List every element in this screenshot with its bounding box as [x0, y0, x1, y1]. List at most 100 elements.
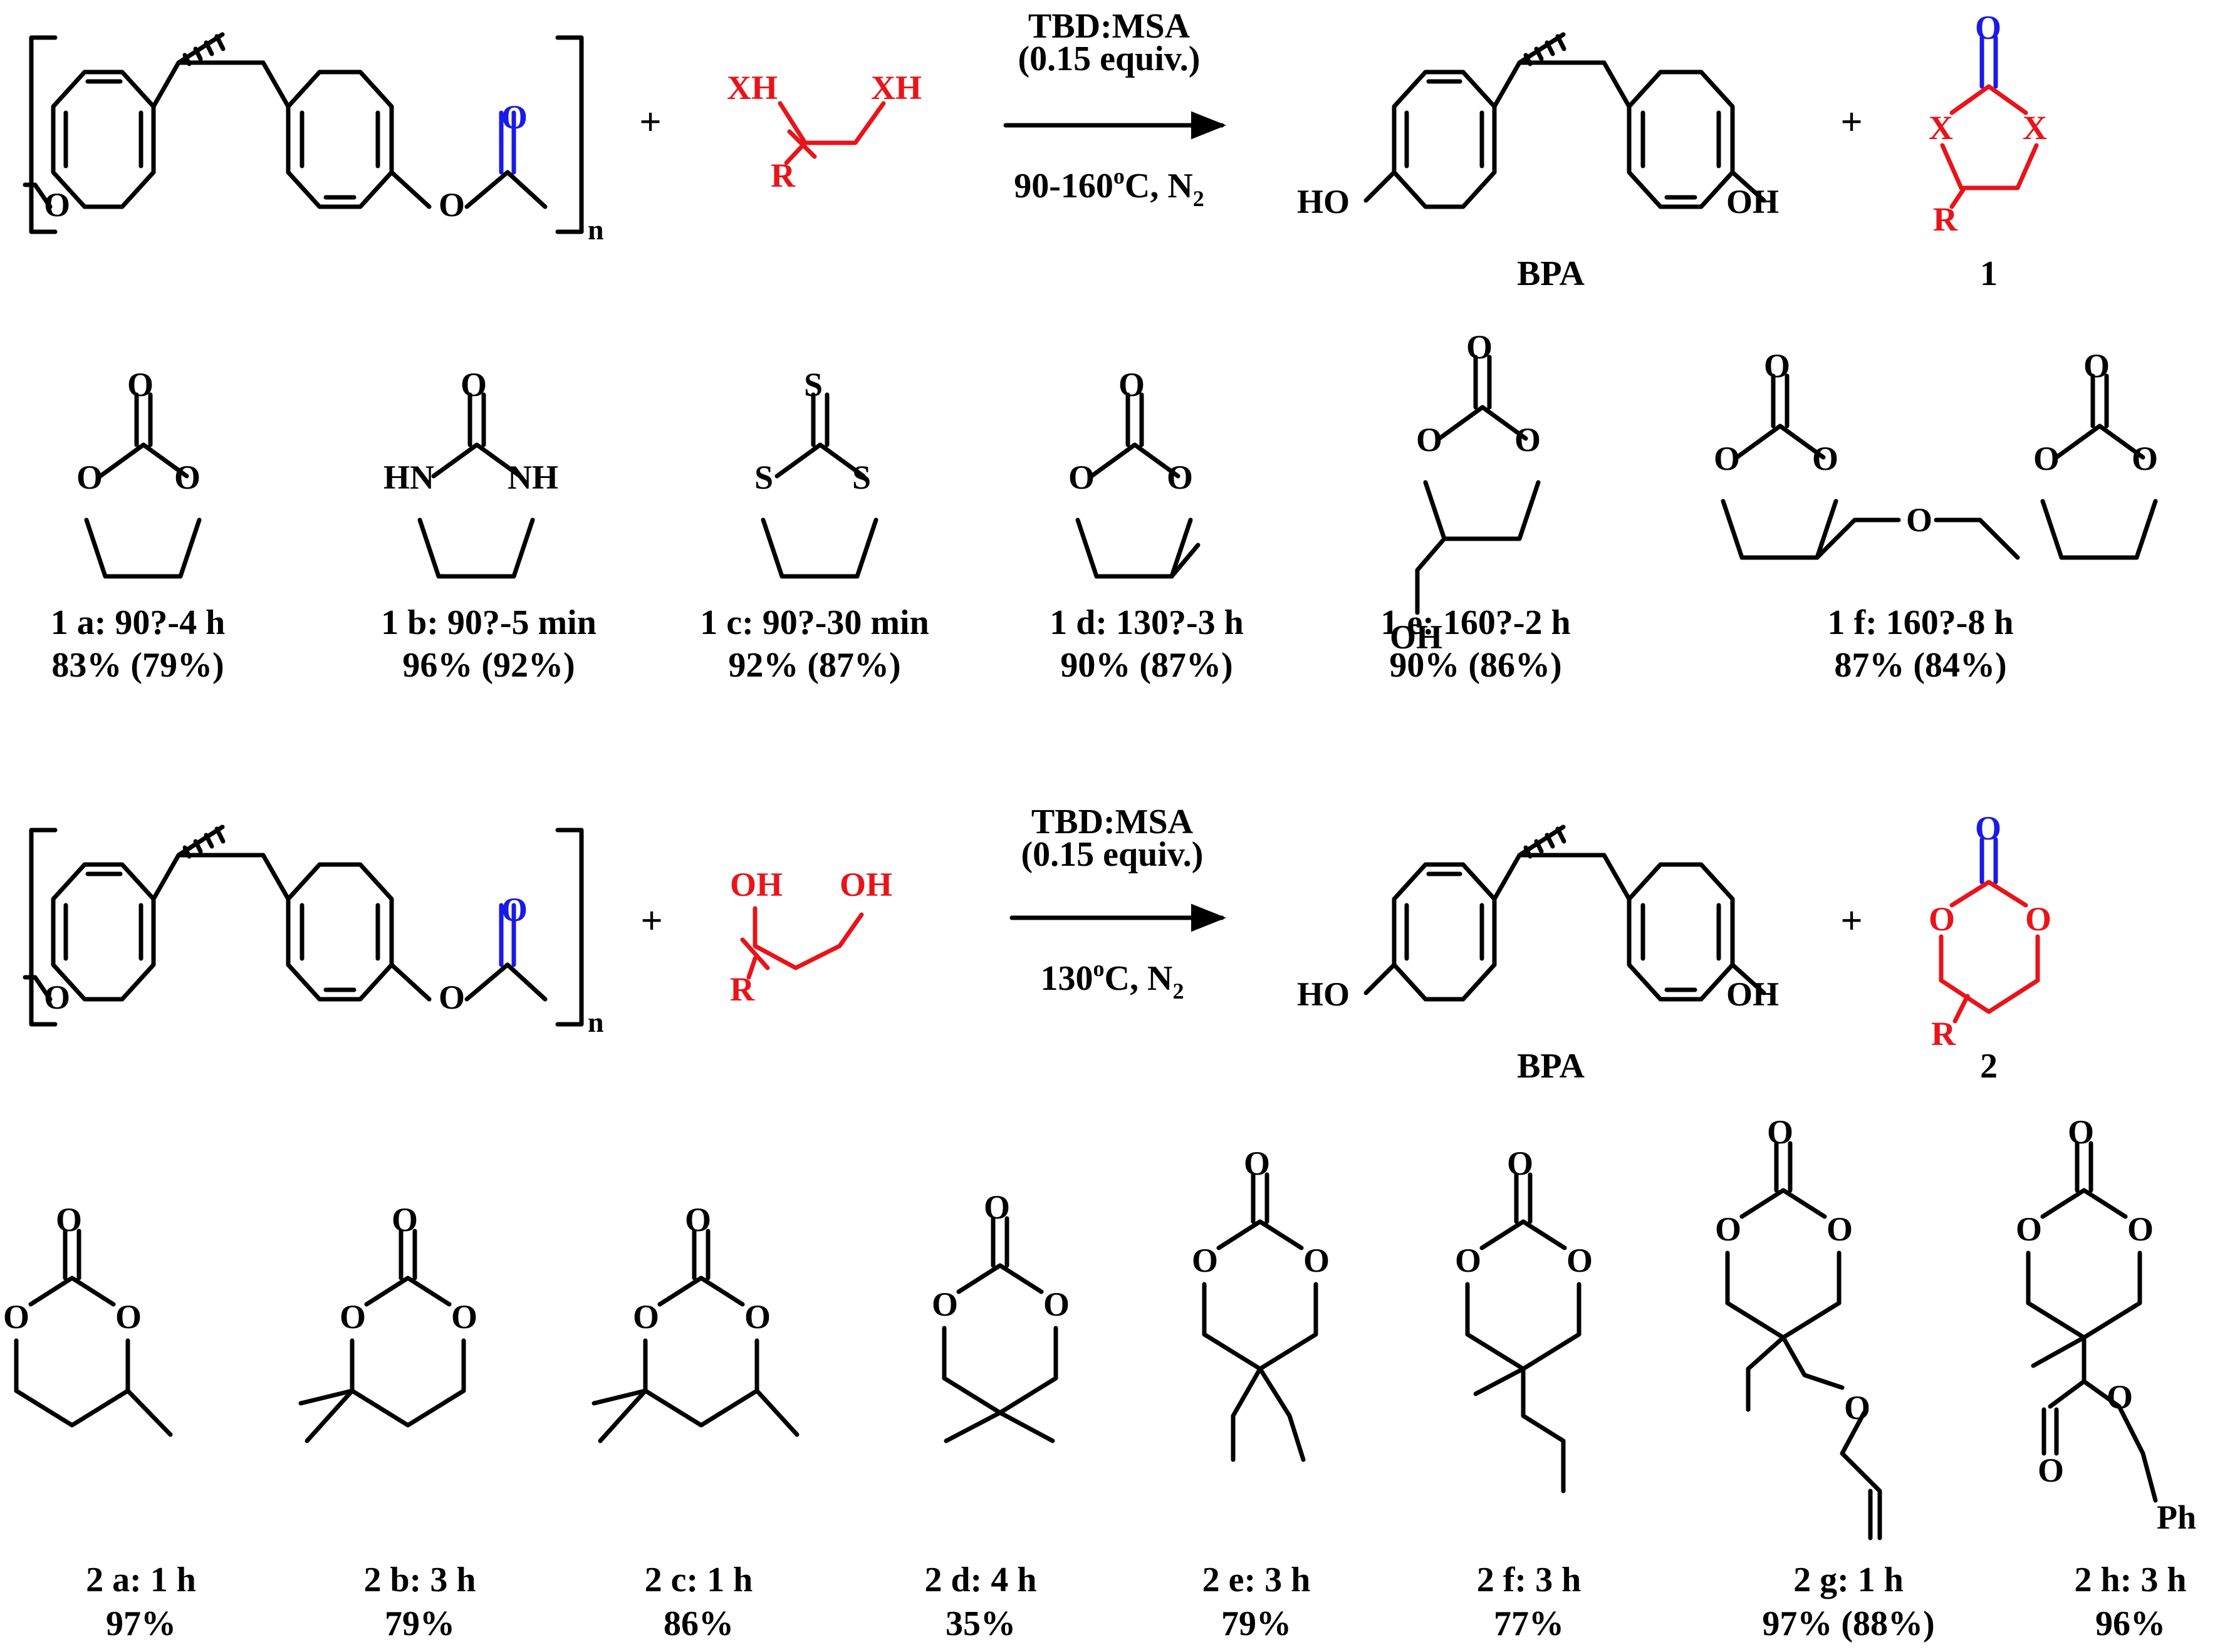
atom-o: O: [685, 1201, 711, 1239]
atom-o: O: [1043, 1286, 1070, 1323]
caption-1f-yield: 87% (84%): [1834, 646, 2006, 685]
atom-o: O: [1167, 459, 1193, 496]
reaction-arrow-1: TBD:MSA (0.15 equiv.) 90-160oC, N2: [1003, 7, 1226, 211]
row2-captions: 2 a: 1 h 97% 2 b: 3 h 79% 2 c: 1 h 86% 2…: [86, 1561, 2186, 1643]
caption-1b-yield: 96% (92%): [402, 646, 575, 685]
compound-1d: O O O: [1068, 366, 1201, 579]
polycarbonate-reactant-1: O O O n: [25, 34, 604, 246]
polycarbonate-reactant-2: O O O n: [25, 827, 604, 1038]
caption-2h-time: 2 h: 3 h: [2075, 1561, 2187, 1599]
row2-products: O O O O O O O O O O O O O: [3, 1113, 2196, 1643]
caption-1d-yield: 90% (87%): [1060, 646, 1232, 685]
atom-o: O: [1929, 900, 1955, 938]
compound-1a: O O O: [76, 366, 201, 576]
caption-1c-conditions: 1 c: 90?-30 min: [700, 603, 929, 642]
atom-nh: NH: [508, 459, 558, 496]
atom-o: O: [439, 186, 465, 224]
atom-o: O: [451, 1298, 477, 1336]
bpa-label: BPA: [1517, 1047, 1585, 1086]
atom-o: O: [1303, 1242, 1330, 1279]
atom-o: O: [115, 1298, 142, 1336]
row1-products: O O O O HN NH S S S O O O O O O: [51, 328, 2158, 685]
atom-o: O: [1244, 1145, 1270, 1182]
caption-2b-time: 2 b: 3 h: [364, 1561, 476, 1599]
atom-o: O: [1714, 440, 1740, 477]
atom-o: O: [1767, 1113, 1793, 1151]
atom-o: O: [461, 366, 487, 403]
scheme2: O O O n + OH OH R TBD:MSA (0.15 equiv.) …: [25, 803, 2051, 1086]
caption-1a-conditions: 1 a: 90?-4 h: [51, 603, 225, 642]
atom-xh: XH: [871, 69, 922, 106]
atom-r: R: [730, 970, 755, 1008]
atom-r: R: [1931, 1015, 1956, 1052]
atom-x: X: [2023, 109, 2047, 147]
atom-oh: OH: [1390, 618, 1442, 656]
atom-o: O: [1514, 421, 1541, 459]
caption-1e-yield: 90% (86%): [1389, 646, 1561, 685]
atom-o: O: [2033, 440, 2060, 477]
equiv-label: (0.15 equiv.): [1021, 835, 1204, 874]
atom-o: O: [2068, 1113, 2094, 1151]
atom-o: O: [932, 1286, 958, 1323]
reagent-13-diol: OH OH R: [730, 866, 892, 1008]
compound-2g: O O O O: [1715, 1113, 1882, 1540]
caption-2f-time: 2 f: 3 h: [1477, 1561, 1581, 1599]
atom-o: O: [2038, 1452, 2064, 1489]
plus-sign: +: [640, 900, 662, 942]
atom-o: O: [1118, 366, 1145, 403]
compound-2h: O O O O O Ph: [2016, 1113, 2196, 1536]
catalyst-label: TBD:MSA: [1028, 7, 1191, 46]
atom-s: S: [754, 459, 773, 496]
caption-2a-time: 2 a: 1 h: [86, 1561, 196, 1599]
atom-r: R: [771, 157, 796, 194]
caption-1e-conditions: 1 e: 160?-2 h: [1380, 603, 1570, 642]
compound-1b: O HN NH: [383, 366, 558, 576]
atom-hn: HN: [383, 459, 434, 496]
cyclic-product-2: O O O R 2: [1929, 809, 2051, 1086]
compound-2a: O O O: [3, 1201, 173, 1437]
atom-s: S: [852, 459, 871, 496]
caption-2g-yield: 97% (88%): [1762, 1604, 1934, 1643]
atom-r: R: [1933, 200, 1958, 238]
catalyst-label: TBD:MSA: [1031, 803, 1194, 841]
atom-o: O: [174, 459, 201, 496]
atom-ph: Ph: [2157, 1499, 2196, 1536]
caption-2c-time: 2 c: 1 h: [645, 1561, 753, 1599]
compound-1e: O O O OH: [1390, 328, 1541, 656]
compound-2d: O O O: [932, 1188, 1070, 1443]
caption-2c-yield: 86%: [664, 1604, 734, 1643]
atom-ho: HO: [1297, 975, 1350, 1013]
carbonyl-o: O: [1975, 9, 2001, 46]
atom-o: O: [2127, 1210, 2154, 1248]
repeat-n: n: [588, 1006, 604, 1038]
atom-o: O: [1812, 440, 1838, 477]
atom-o: O: [44, 186, 70, 224]
atom-oh: OH: [1726, 975, 1779, 1013]
reaction-arrow-2: TBD:MSA (0.15 equiv.) 130oC, N2: [1009, 803, 1226, 1004]
atom-oh: OH: [840, 866, 892, 903]
compound-2c: O O O: [591, 1201, 800, 1443]
bpa-label: BPA: [1517, 254, 1585, 293]
carbonyl-o: O: [1975, 809, 2001, 847]
atom-o: O: [127, 366, 154, 403]
atom-o: O: [56, 1201, 82, 1239]
compound-2f: O O O: [1455, 1145, 1593, 1494]
atom-o: O: [633, 1298, 659, 1336]
caption-2d-time: 2 d: 4 h: [925, 1561, 1037, 1599]
caption-2d-yield: 35%: [946, 1604, 1016, 1643]
atom-o: O: [392, 1201, 418, 1239]
atom-o: O: [1455, 1242, 1481, 1279]
product-1-label: 1: [1980, 254, 1998, 293]
compound-1c: S S S: [754, 366, 876, 576]
compound-2b: O O O: [298, 1201, 477, 1443]
caption-2e-yield: 79%: [1221, 1604, 1291, 1643]
caption-1f-conditions: 1 f: 160?-8 h: [1827, 603, 2013, 642]
plus-sign: +: [639, 101, 661, 143]
carbonyl-o: O: [501, 98, 528, 136]
temperature-label: 130oC, N2: [1041, 956, 1184, 1004]
caption-2h-yield: 96%: [2095, 1604, 2165, 1643]
caption-2f-yield: 77%: [1494, 1604, 1564, 1643]
atom-o: O: [1906, 501, 1932, 539]
atom-o: O: [1068, 459, 1095, 496]
atom-o: O: [44, 979, 70, 1016]
